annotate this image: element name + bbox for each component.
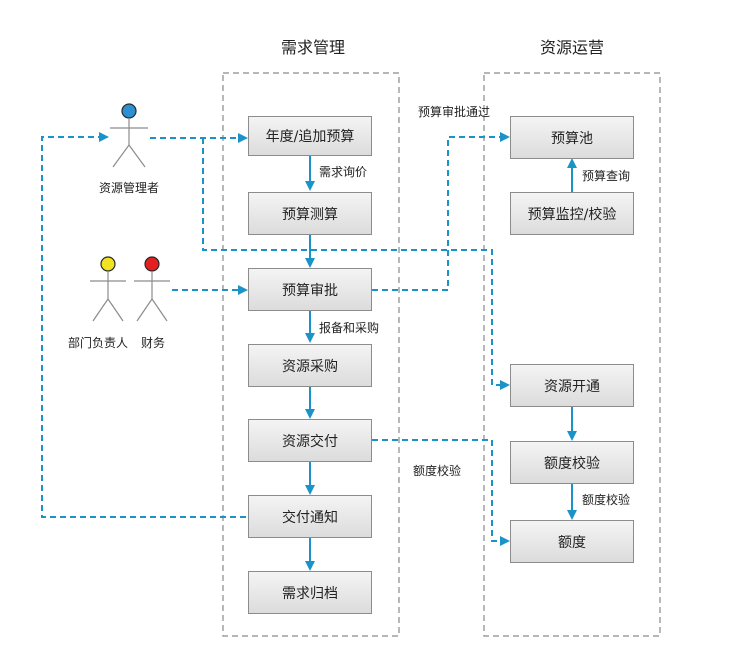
edge-label-demand-inquiry: 需求询价 (319, 165, 368, 179)
node-budget-estimate[interactable]: 预算测算 (248, 192, 372, 235)
node-annual-budget[interactable]: 年度/追加预算 (248, 116, 372, 156)
edge-label-filing-purchase: 报备和采购 (319, 321, 380, 335)
actor-manager-head (121, 103, 137, 119)
dashed-notice-to-manager (41, 132, 246, 518)
node-quota[interactable]: 额度 (510, 520, 634, 563)
edge-label-quota-check-2: 额度校验 (582, 493, 631, 507)
lane-title-ops: 资源运营 (539, 38, 604, 57)
node-budget-monitor[interactable]: 预算监控/校验 (510, 192, 634, 235)
edge-label-quota-check-1: 额度校验 (413, 464, 462, 478)
dashed-approval-to-pool (372, 132, 510, 291)
edge-label-budget-query: 预算查询 (582, 169, 631, 183)
node-resource-open[interactable]: 资源开通 (510, 364, 634, 407)
solid-flow-arrows (305, 155, 577, 571)
node-delivery-notice[interactable]: 交付通知 (248, 495, 372, 538)
actor-dept-head-label: 部门负责人 (67, 336, 128, 350)
actor-manager-label: 资源管理者 (98, 181, 159, 195)
node-budget-approval[interactable]: 预算审批 (248, 268, 372, 311)
node-demand-archive[interactable]: 需求归档 (248, 571, 372, 614)
dashed-flow-arrows (41, 132, 510, 546)
dashed-delivery-to-quota (372, 439, 510, 546)
dashed-manager-to-resource-open (202, 138, 510, 390)
actor-finance-head (144, 256, 160, 272)
actor-dept-head (90, 256, 126, 322)
node-quota-check[interactable]: 额度校验 (510, 441, 634, 484)
actor-resource-manager (110, 103, 148, 168)
actor-finance-label: 财务 (140, 336, 165, 350)
node-budget-pool[interactable]: 预算池 (510, 116, 634, 159)
actor-dept-head-head (100, 256, 116, 272)
node-resource-delivery[interactable]: 资源交付 (248, 419, 372, 462)
edge-label-budget-approved: 预算审批通过 (418, 105, 491, 119)
actor-finance (134, 256, 170, 322)
node-resource-purchase[interactable]: 资源采购 (248, 344, 372, 387)
lane-title-demand: 需求管理 (280, 38, 345, 57)
